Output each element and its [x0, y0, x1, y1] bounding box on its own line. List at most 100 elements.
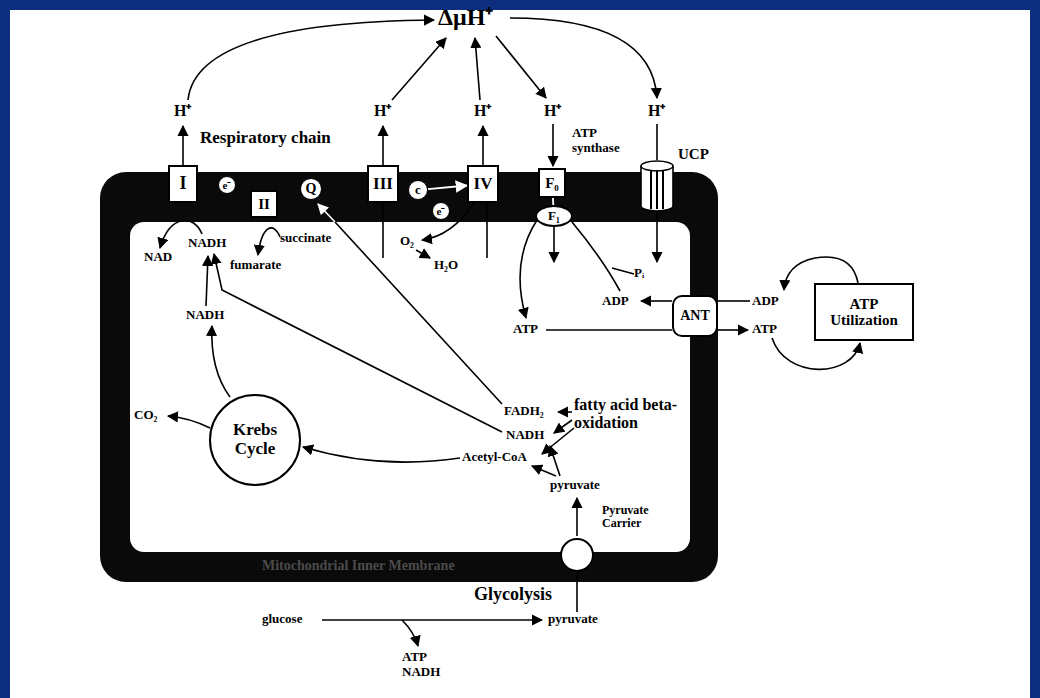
metabolite-label: ATP [513, 322, 538, 337]
translocator-box: ANT [672, 295, 718, 337]
adp-line [572, 222, 620, 291]
metabolite-label: Pᵢ [634, 266, 644, 281]
proton-leak-line [656, 124, 658, 160]
node-text: I [179, 174, 186, 194]
succinate-arrow [258, 228, 280, 255]
channel-pore-line [650, 170, 652, 209]
metabolite-label: ADP [602, 294, 629, 309]
water-arrow [416, 250, 430, 258]
pi-line [612, 268, 634, 274]
atp-arrow [520, 220, 537, 318]
pyruvate-arrow [550, 446, 560, 476]
metabolite-label: NADH [506, 428, 544, 443]
adp-transport-arrow [641, 300, 672, 302]
metabolite-label: FADH₂ [504, 404, 544, 419]
glycolysis-branch-arrow [402, 620, 418, 646]
proton-return-arrow [553, 227, 555, 262]
node-heading: Pyruvate Carrier [602, 504, 674, 530]
metabolite-label: NAD [144, 250, 172, 265]
metabolite-label: NADH [186, 308, 224, 323]
electron-circle: e⁻ [218, 176, 236, 194]
metabolite-label: ADP [752, 294, 779, 309]
metabolite-label: pyruvate [550, 478, 600, 493]
proton-return-arrow [552, 124, 554, 166]
oxygen-arrow [422, 203, 474, 240]
proton-label: H⁺ [648, 102, 665, 120]
pyruvate-import-line [576, 574, 578, 612]
section-label: Glycolysis [474, 584, 552, 605]
proton-pump-arrow [182, 126, 184, 165]
metabolite-label: ATP NADH [402, 650, 446, 680]
node-text: e⁻ [223, 179, 232, 191]
matrix [130, 222, 690, 552]
channel-symbol [640, 160, 674, 212]
uncoupling-protein: UCP [640, 160, 674, 212]
node-text: F₁ [548, 209, 560, 223]
process-label: fatty acid beta-oxidation [574, 396, 684, 433]
node-text: III [373, 175, 393, 194]
metabolite-label: ATP [752, 322, 777, 337]
acetyl-coa-arrow [303, 447, 460, 462]
metabolite-label: Acetyl-CoA [462, 450, 527, 465]
proton-label: H⁺ [174, 102, 191, 120]
enzyme-label: ATP synthase [572, 126, 632, 156]
complex-box: III [367, 165, 399, 203]
node-text: F₀ [545, 175, 559, 192]
nadh-arrow [206, 256, 208, 306]
proton-arrow [475, 38, 480, 100]
pyruvate-arrow [532, 466, 556, 476]
beta-oxidation-arrow [542, 428, 574, 454]
metabolite-label: pyruvate [548, 612, 598, 627]
metabolite-label: H₂O [434, 258, 458, 273]
node-text: Krebs Cycle [224, 421, 286, 458]
node-text: ATP Utilization [816, 296, 912, 329]
ubiquinone-circle: Q [300, 178, 322, 200]
fadh2-arrow-head [318, 204, 335, 222]
proton-leak-arrow [656, 212, 658, 262]
metabolite-label: O₂ [400, 234, 414, 249]
pathway-arrows [160, 18, 860, 646]
carrier-circle: Pyruvate Carrier [560, 538, 594, 572]
metabolite-label: succinate [280, 231, 331, 246]
cycle-circle: Krebs Cycle [209, 394, 301, 486]
proton-arrow [188, 20, 434, 100]
channel-pore-line [656, 170, 658, 209]
channel-body [641, 161, 673, 211]
proton-label: H⁺ [374, 102, 391, 120]
node-text: Q [306, 181, 317, 196]
adp-transport-line [718, 300, 750, 302]
beta-oxidation-arrow [558, 411, 572, 413]
connector [428, 186, 467, 190]
process-box: ATP Utilization [814, 283, 914, 341]
metabolite-label: fumarate [230, 258, 281, 273]
metabolite-label: NADH [188, 236, 226, 251]
atp-transport-arrow [718, 329, 748, 331]
proton-label: H⁺ [474, 102, 491, 120]
cytochrome-c-circle: c [408, 180, 428, 200]
co2-arrow [168, 416, 210, 428]
proton-label: H⁺ [544, 102, 561, 120]
pyruvate-import-arrow [576, 498, 578, 536]
cycle-arrow [772, 338, 860, 369]
fadh2-arrow [335, 222, 502, 404]
node-text: II [258, 196, 270, 213]
channel-pore-line [662, 170, 664, 209]
atp-synthase-f0: F₀ [538, 168, 566, 198]
proton-pump-arrow [382, 126, 384, 165]
electron-circle: e⁻ [432, 202, 450, 220]
proton-arrow [496, 36, 546, 98]
proton-arrow [392, 38, 446, 100]
complex-stem [486, 203, 488, 258]
krebs-nadh-arrow [212, 326, 230, 397]
complex-stem [382, 203, 384, 258]
node-text: c [415, 183, 421, 197]
complex-box: IV [467, 165, 499, 203]
complex-box: II [250, 190, 278, 218]
complex-box: I [168, 165, 198, 203]
metabolite-label: glucose [262, 612, 302, 627]
glycolysis-arrow [322, 619, 542, 621]
section-label: Respiratory chain [200, 128, 331, 148]
inner-membrane [100, 172, 718, 582]
